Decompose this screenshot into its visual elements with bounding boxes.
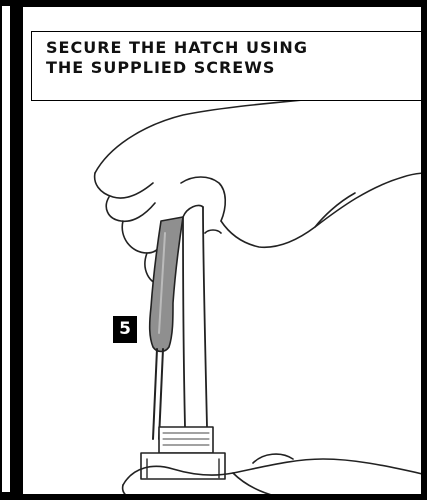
hatch-connector: [159, 427, 213, 453]
cable-tube: [183, 217, 185, 427]
previous-panel-frame: [2, 6, 13, 492]
step-number-badge: 5: [113, 316, 137, 343]
caption-line-1: SECURE THE HATCH USING: [46, 38, 412, 58]
screwdriver-handle: [150, 217, 183, 352]
screwdriver-shaft: [153, 349, 157, 439]
caption-line-2: THE SUPPLIED SCREWS: [46, 58, 412, 78]
instruction-caption: SECURE THE HATCH USING THE SUPPLIED SCRE…: [31, 31, 423, 101]
instruction-panel: SECURE THE HATCH USING THE SUPPLIED SCRE…: [20, 4, 424, 497]
upper-hand-outline: [95, 96, 424, 173]
previous-panel-edge: [0, 0, 20, 500]
